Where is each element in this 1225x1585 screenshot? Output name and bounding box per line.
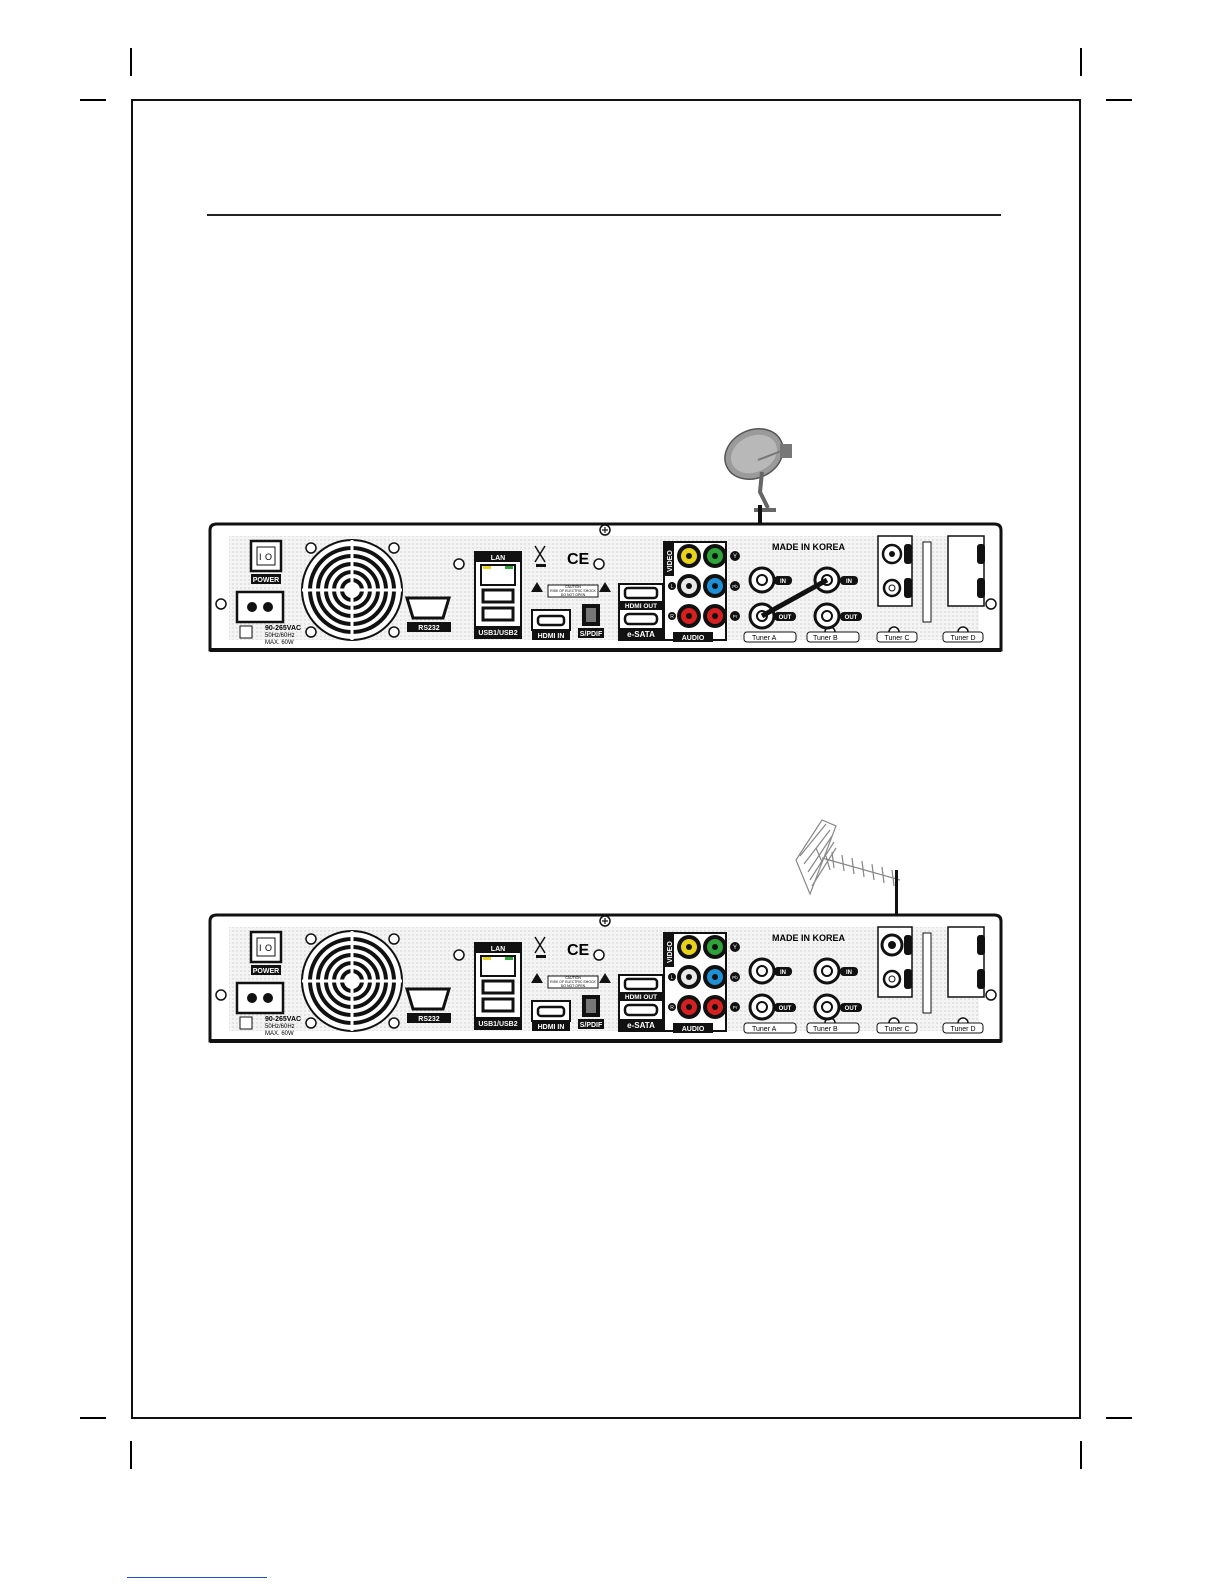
caution-line-3: DO NOT OPEN <box>561 984 586 988</box>
tuner-a-out-label: OUT <box>779 1006 792 1012</box>
jack-l-label: L <box>671 584 674 590</box>
tuner-b-out-label: OUT <box>845 1006 858 1012</box>
hdmi-out-label: HDMI OUT <box>625 994 657 1001</box>
usb-label: USB1/USB2 <box>478 630 517 637</box>
tuner-b-out-label: OUT <box>845 615 858 621</box>
crop-mark <box>1106 99 1132 101</box>
made-in-label: MADE IN KOREA <box>772 933 846 943</box>
lan-label: LAN <box>491 555 505 562</box>
voltage-line-2: 50Hz/60Hz <box>265 1024 295 1030</box>
ce-mark: CE <box>567 942 590 959</box>
jack-y-label: Y <box>733 945 737 951</box>
lan-label: LAN <box>491 946 505 953</box>
jack-l-label: L <box>671 975 674 981</box>
crop-mark <box>80 99 106 101</box>
tuner-a-in-label: IN <box>780 970 786 976</box>
voltage-line-3: MAX. 60W <box>265 1031 294 1037</box>
caution-line-2: RISK OF ELECTRIC SHOCK <box>550 980 596 984</box>
hdmi-in-label: HDMI IN <box>538 1024 565 1031</box>
tuner-b-in-label: IN <box>846 970 852 976</box>
jack-pr-label: Pr <box>733 614 738 619</box>
esata-label: e-SATA <box>627 1021 655 1030</box>
audio-label: AUDIO <box>682 635 705 642</box>
svg-text:I: I <box>259 552 262 562</box>
voltage-line-3: MAX. 60W <box>265 640 294 646</box>
spdif-label: S/PDIF <box>580 631 603 638</box>
caution-line-1: CAUTION <box>565 976 581 980</box>
ce-mark: CE <box>567 551 590 568</box>
jack-r-label: R <box>670 614 674 620</box>
video-label: VIDEO <box>667 941 674 963</box>
power-label: POWER <box>253 577 279 584</box>
jack-y-label: Y <box>733 554 737 560</box>
jack-pr-label: Pr <box>733 1005 738 1010</box>
hdmi-in-label: HDMI IN <box>538 633 565 640</box>
fan-grille <box>301 930 403 1032</box>
tuner-b-label: Tuner B <box>813 1026 838 1033</box>
tuner-a-label: Tuner A <box>752 635 777 642</box>
tuner-c-label: Tuner C <box>884 635 909 642</box>
voltage-line-2: 50Hz/60Hz <box>265 633 295 639</box>
made-in-label: MADE IN KOREA <box>772 542 846 552</box>
crop-mark <box>1106 1417 1132 1419</box>
satellite-dish-icon <box>724 428 792 512</box>
svg-text:I: I <box>259 943 262 953</box>
caution-line-3: DO NOT OPEN <box>561 593 586 597</box>
usb-label: USB1/USB2 <box>478 1021 517 1028</box>
crop-mark <box>130 1441 132 1469</box>
terrestrial-antenna-icon <box>795 819 901 896</box>
caution-line-1: CAUTION <box>565 585 581 589</box>
tuner-c-label: Tuner C <box>884 1026 909 1033</box>
voltage-line-1: 90-265VAC <box>265 625 301 632</box>
caution-line-2: RISK OF ELECTRIC SHOCK <box>550 589 596 593</box>
voltage-line-1: 90-265VAC <box>265 1016 301 1023</box>
antenna-cable <box>895 870 898 940</box>
tuner-d-label: Tuner D <box>950 635 975 642</box>
tuner-a-out-label: OUT <box>779 615 792 621</box>
tuner-d-label: Tuner D <box>950 1026 975 1033</box>
rs232-label: RS232 <box>418 1016 440 1023</box>
tuner-b-label: Tuner B <box>813 635 838 642</box>
crop-mark <box>1080 1441 1082 1469</box>
svg-text:O: O <box>265 943 272 953</box>
tuner-b-in-label: IN <box>846 579 852 585</box>
page-frame <box>131 99 1081 1419</box>
esata-label: e-SATA <box>627 630 655 639</box>
jack-pb-label: Pb <box>732 975 738 980</box>
power-label: POWER <box>253 968 279 975</box>
loop-through-cable <box>760 577 829 619</box>
crop-mark <box>130 48 132 76</box>
crop-mark <box>1080 48 1082 76</box>
tuner-a-in-label: IN <box>780 579 786 585</box>
jack-pb-label: Pb <box>732 584 738 589</box>
crop-mark <box>80 1417 106 1419</box>
svg-text:O: O <box>265 552 272 562</box>
fan-grille <box>301 539 403 641</box>
hdmi-out-label: HDMI OUT <box>625 603 657 610</box>
tuner-a-label: Tuner A <box>752 1026 777 1033</box>
rs232-label: RS232 <box>418 625 440 632</box>
header-rule <box>207 214 1001 216</box>
spdif-label: S/PDIF <box>580 1022 603 1029</box>
audio-label: AUDIO <box>682 1026 705 1033</box>
bottom-underline <box>127 1577 267 1578</box>
video-label: VIDEO <box>667 550 674 572</box>
jack-r-label: R <box>670 1005 674 1011</box>
